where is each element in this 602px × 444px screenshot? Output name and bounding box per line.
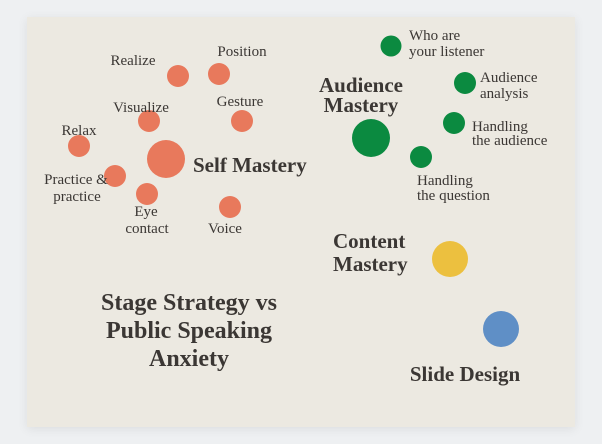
practice-label-1: Practice &: [44, 172, 108, 188]
title-line-1: Stage Strategy vs: [101, 290, 277, 316]
practice-label-2: practice: [53, 189, 101, 205]
audience-mastery-label-2: Mastery: [323, 93, 399, 117]
visualize-dot: [138, 110, 160, 132]
audience-analysis-label-1: Audience: [480, 70, 538, 86]
practice-dot: [104, 165, 126, 187]
voice-dot: [219, 196, 241, 218]
handling-question-dot: [410, 146, 432, 168]
who-listener-label-2: your listener: [409, 44, 485, 60]
eye-contact-dot: [136, 183, 158, 205]
realize-dot: [167, 65, 189, 87]
audience-analysis-label-2: analysis: [480, 86, 529, 102]
audience-mastery-label-1: Audience: [319, 73, 403, 97]
handling-audience-label-2: the audience: [472, 133, 548, 149]
handling-question-label-1: Handling: [417, 173, 473, 189]
realize-label: Realize: [110, 53, 156, 69]
who-listener-label-1: Who are: [409, 28, 461, 44]
who-listener-dot: [380, 35, 402, 57]
title-line-2: Public Speaking: [105, 318, 273, 344]
title-line-3: Anxiety: [149, 346, 229, 372]
position-label: Position: [217, 44, 267, 60]
voice-label: Voice: [208, 221, 242, 237]
content-mastery-label-1: Content: [333, 229, 406, 253]
self-mastery-dot: [147, 140, 185, 178]
eye-contact-label-1: Eye: [134, 204, 158, 220]
handling-question-label-2: the question: [417, 188, 490, 204]
slide-design-label: Slide Design: [409, 362, 521, 386]
handling-audience-dot: [443, 112, 465, 134]
relax-label: Relax: [61, 123, 97, 139]
visualize-label: Visualize: [113, 100, 169, 116]
gesture-label: Gesture: [216, 94, 264, 110]
slide-design-dot: [483, 311, 519, 347]
self-mastery-label: Self Mastery: [193, 153, 307, 177]
content-mastery-label-2: Mastery: [333, 252, 408, 276]
audience-mastery-dot: [352, 119, 390, 157]
content-mastery-dot: [432, 241, 468, 277]
handling-audience-label-1: Handling: [472, 119, 528, 135]
gesture-dot: [231, 110, 253, 132]
eye-contact-label-2: contact: [125, 221, 169, 237]
relax-dot: [68, 135, 90, 157]
diagram-card: [27, 17, 575, 427]
position-dot: [208, 63, 230, 85]
audience-analysis-dot: [454, 72, 476, 94]
